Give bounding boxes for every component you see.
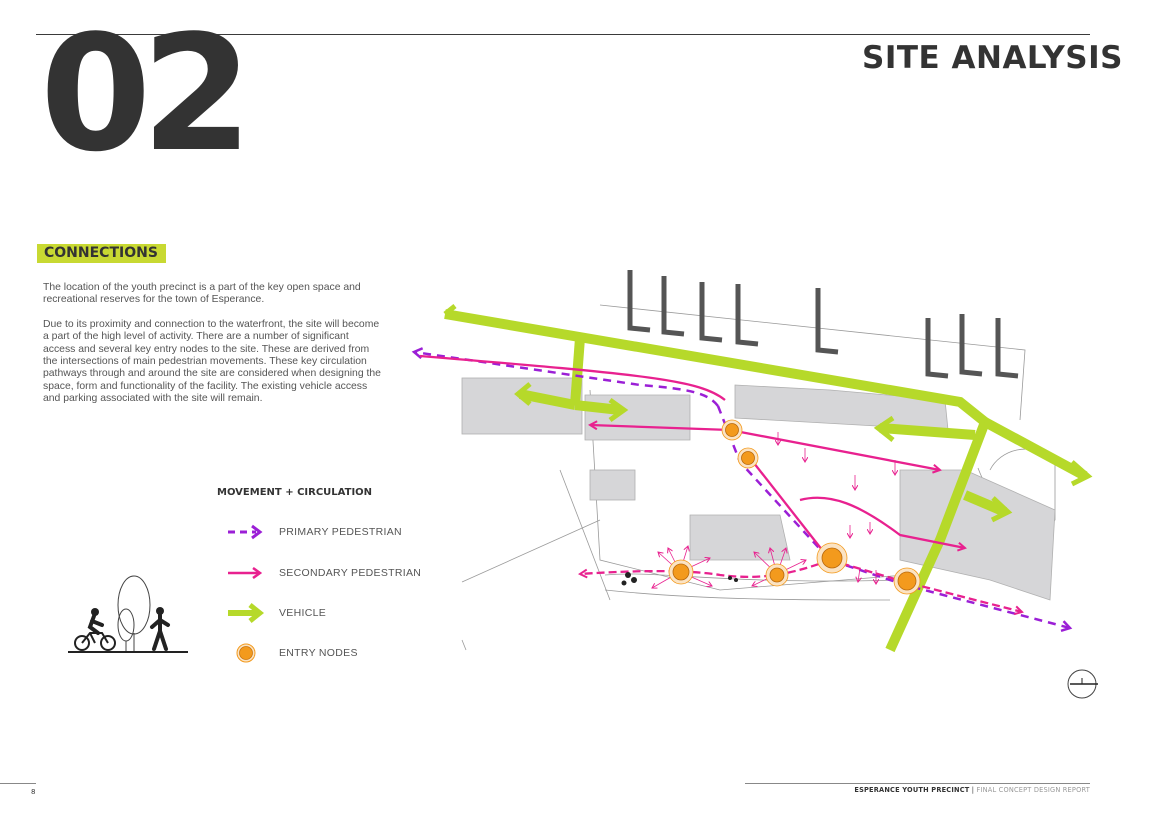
cyclist-pedestrian-illustration bbox=[68, 575, 188, 653]
footer-separator: | bbox=[969, 786, 977, 794]
primary-pedestrian-arrow-icon bbox=[228, 524, 263, 540]
residential-blocks bbox=[627, 270, 1019, 379]
chapter-number: 02 bbox=[40, 0, 253, 187]
bottom-rule-left bbox=[0, 783, 36, 784]
legend-item-entry: ENTRY NODES bbox=[226, 643, 357, 663]
bottom-rule-right bbox=[745, 783, 1090, 784]
trees bbox=[621, 572, 738, 586]
site-circulation-map bbox=[410, 270, 1098, 699]
entry-nodes bbox=[668, 419, 921, 595]
page-title: SITE ANALYSIS bbox=[862, 40, 1123, 76]
vehicle-arrow-icon bbox=[228, 603, 265, 623]
secondary-pedestrian-arrow-icon bbox=[228, 566, 263, 580]
legend-item-secondary: SECONDARY PEDESTRIAN bbox=[226, 563, 421, 583]
vehicle-routes bbox=[443, 304, 1093, 653]
legend-label: VEHICLE bbox=[279, 607, 327, 619]
primary-pedestrian-routes bbox=[414, 352, 1070, 628]
legend-label: SECONDARY PEDESTRIAN bbox=[279, 567, 422, 579]
entry-node-icon bbox=[236, 643, 256, 663]
legend-item-primary: PRIMARY PEDESTRIAN bbox=[226, 522, 402, 542]
north-arrow-icon bbox=[1067, 669, 1098, 699]
body-text: The location of the youth precinct is a … bbox=[43, 282, 383, 418]
top-rule bbox=[36, 34, 1090, 35]
paragraph-intro: The location of the youth precinct is a … bbox=[43, 282, 361, 306]
legend-label: ENTRY NODES bbox=[279, 647, 358, 659]
legend-title: MOVEMENT + CIRCULATION bbox=[217, 487, 373, 498]
footer-project: ESPERANCE YOUTH PRECINCT bbox=[854, 786, 970, 794]
page-number: 8 bbox=[31, 788, 36, 796]
legend-item-vehicle: VEHICLE bbox=[226, 603, 326, 623]
footer-text: ESPERANCE YOUTH PRECINCT | FINAL CONCEPT… bbox=[854, 786, 1090, 794]
paragraph-detail: Due to its proximity and connection to t… bbox=[43, 318, 381, 405]
section-label: CONNECTIONS bbox=[37, 244, 166, 263]
legend-label: PRIMARY PEDESTRIAN bbox=[279, 526, 402, 538]
footer-report: FINAL CONCEPT DESIGN REPORT bbox=[976, 786, 1090, 794]
